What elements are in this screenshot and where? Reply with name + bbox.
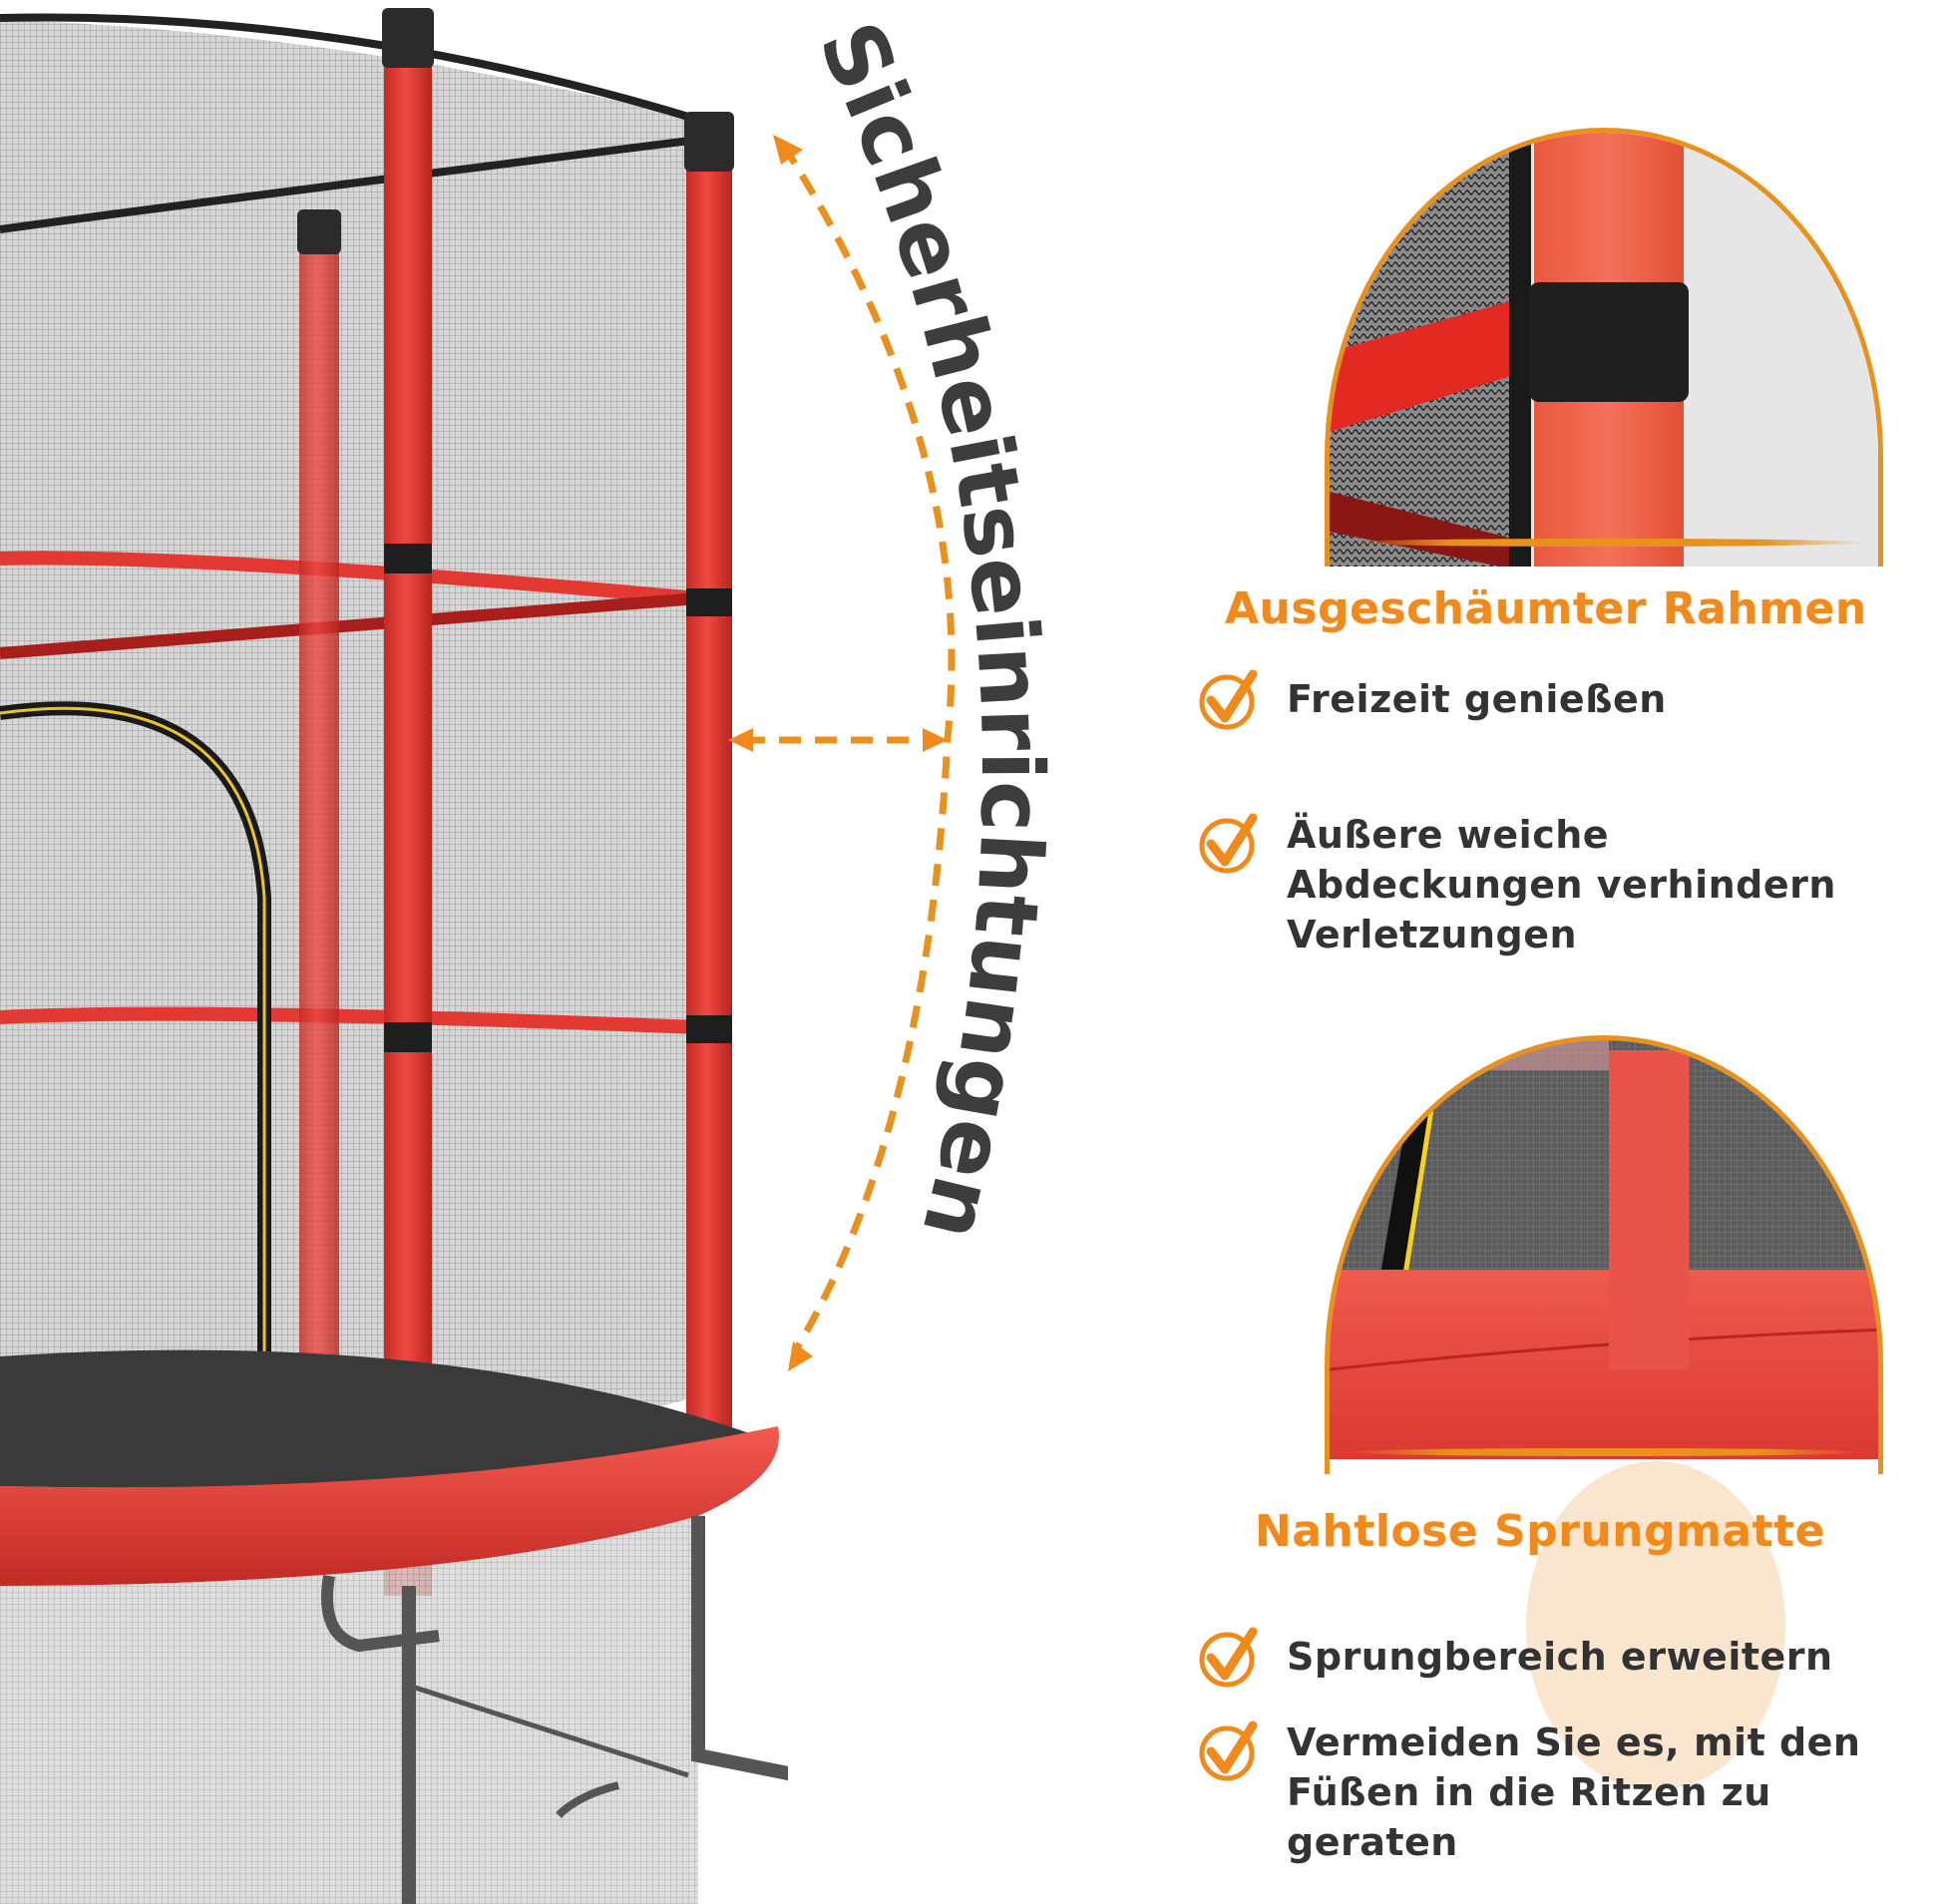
trampoline-product-image (0, 8, 788, 1904)
bubble-underline (1347, 1448, 1865, 1456)
feature-item: Sprungbereich erweitern (1197, 1624, 1915, 1690)
bubble-underline (1347, 539, 1865, 547)
section-title-foam-frame: Ausgeschäumter Rahmen (1225, 583, 1867, 634)
feature-item: Äußere weiche Abdeckungen verhindern Ver… (1197, 810, 1915, 959)
feature-item: Freizeit genießen (1197, 666, 1915, 732)
check-circle-icon (1199, 1627, 1258, 1688)
feature-item: Vermeiden Sie es, mit den Füßen in die R… (1197, 1717, 1915, 1867)
jump-mat-detail-image (1325, 1035, 1883, 1474)
check-circle-icon (1199, 669, 1258, 730)
curved-heading-text: Sicherheitseinrichtungen (799, 8, 1061, 1250)
foam-frame-detail-image (1325, 128, 1883, 567)
section-title-jump-mat: Nahtlose Sprungmatte (1255, 1506, 1826, 1557)
decorative-circle (1526, 1461, 1785, 1790)
check-circle-icon (1199, 813, 1258, 874)
check-circle-icon (1199, 1720, 1258, 1781)
